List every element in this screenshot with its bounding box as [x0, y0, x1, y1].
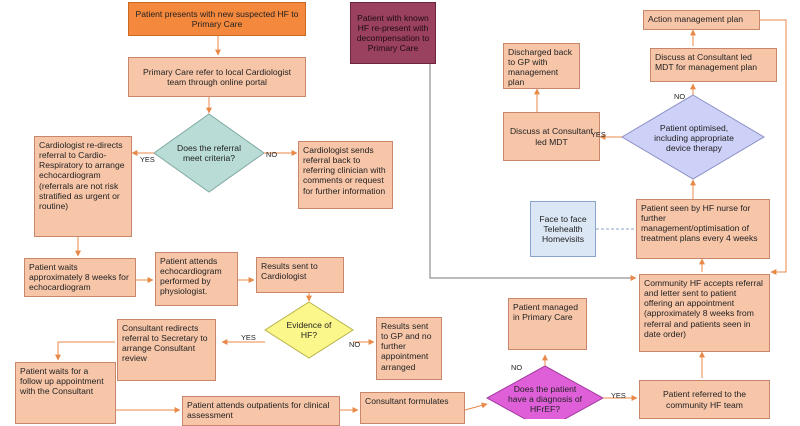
arrow-formulates-to-diagnosis [464, 402, 488, 411]
evidence-hf-diamond [264, 301, 354, 359]
arrow-consultant-to-waits [55, 341, 115, 361]
edge-label-yes-diagnosis: YES [611, 391, 626, 400]
node-action-plan: Action management plan [643, 10, 760, 30]
edge-label-no-optimised: NO [674, 92, 686, 101]
label-evidence-hf: Evidence of HF? [286, 319, 332, 340]
node-waits-followup: Patient waits for a follow up appointmen… [15, 362, 116, 424]
label-diagnosis-hfref: Does the patient have a diagnosis of HFr… [507, 386, 583, 412]
node-formulates: Consultant formulates [360, 392, 465, 424]
edge-label-yes-optimised: YES [591, 130, 606, 139]
diagnosis-hfref-diamond [485, 365, 605, 419]
label-referral-criteria: Does the referral meet criteria? [176, 142, 241, 163]
arrow-action-loop-back [760, 19, 787, 275]
node-waits-8: Patient waits approximately 8 weeks for … [24, 258, 136, 297]
node-face-to-face: Face to face Telehealth Homevisits [530, 201, 596, 257]
node-managed-primary: Patient managed in Primary Care [508, 298, 587, 350]
node-discuss-mdt: Discuss at Consultant led MDT [503, 112, 600, 161]
node-known-hf: Patient with known HF re-present with de… [350, 2, 436, 64]
node-seen-nurse: Patient seen by HF nurse for further man… [636, 199, 770, 259]
edge-label-yes-criteria: YES [140, 155, 155, 164]
edge-label-yes-evidence: YES [241, 333, 256, 342]
node-referred-community: Patient referred to the community HF tea… [639, 380, 770, 419]
edge-label-no-evidence: NO [349, 340, 361, 349]
node-refer-cardio: Primary Care refer to local Cardiologist… [128, 57, 306, 97]
node-attends-echo: Patient attends echocardiogram performed… [155, 252, 238, 306]
referral-criteria-diamond [153, 113, 265, 193]
node-presents: Patient presents with new suspected HF t… [128, 2, 306, 36]
node-results-gp: Results sent to GP and no further appoin… [376, 317, 442, 380]
node-results-cardio: Results sent to Cardiologist [256, 257, 344, 293]
label-optimised: Patient optimised, including appropriate… [654, 122, 734, 154]
optimised-diamond [621, 94, 765, 180]
node-community-accepts: Community HF accepts referral and letter… [639, 274, 770, 352]
node-attends-outpatients: Patient attends outpatients for clinical… [182, 396, 340, 426]
node-consultant-redirects: Consultant redirects referral to Secreta… [117, 319, 216, 381]
edge-label-no-criteria: NO [266, 150, 278, 159]
node-discuss-mdt-plan: Discuss at Consultant led MDT for manage… [650, 48, 777, 82]
edge-label-no-diagnosis: NO [511, 363, 523, 372]
node-sends-back: Cardiologist sends referral back to refe… [298, 141, 393, 209]
node-discharged: Discharged back to GP with management pl… [503, 43, 580, 89]
line-known-hf-to-accepts [429, 64, 637, 281]
node-redirects: Cardiologist re-directs referral to Card… [34, 136, 132, 237]
